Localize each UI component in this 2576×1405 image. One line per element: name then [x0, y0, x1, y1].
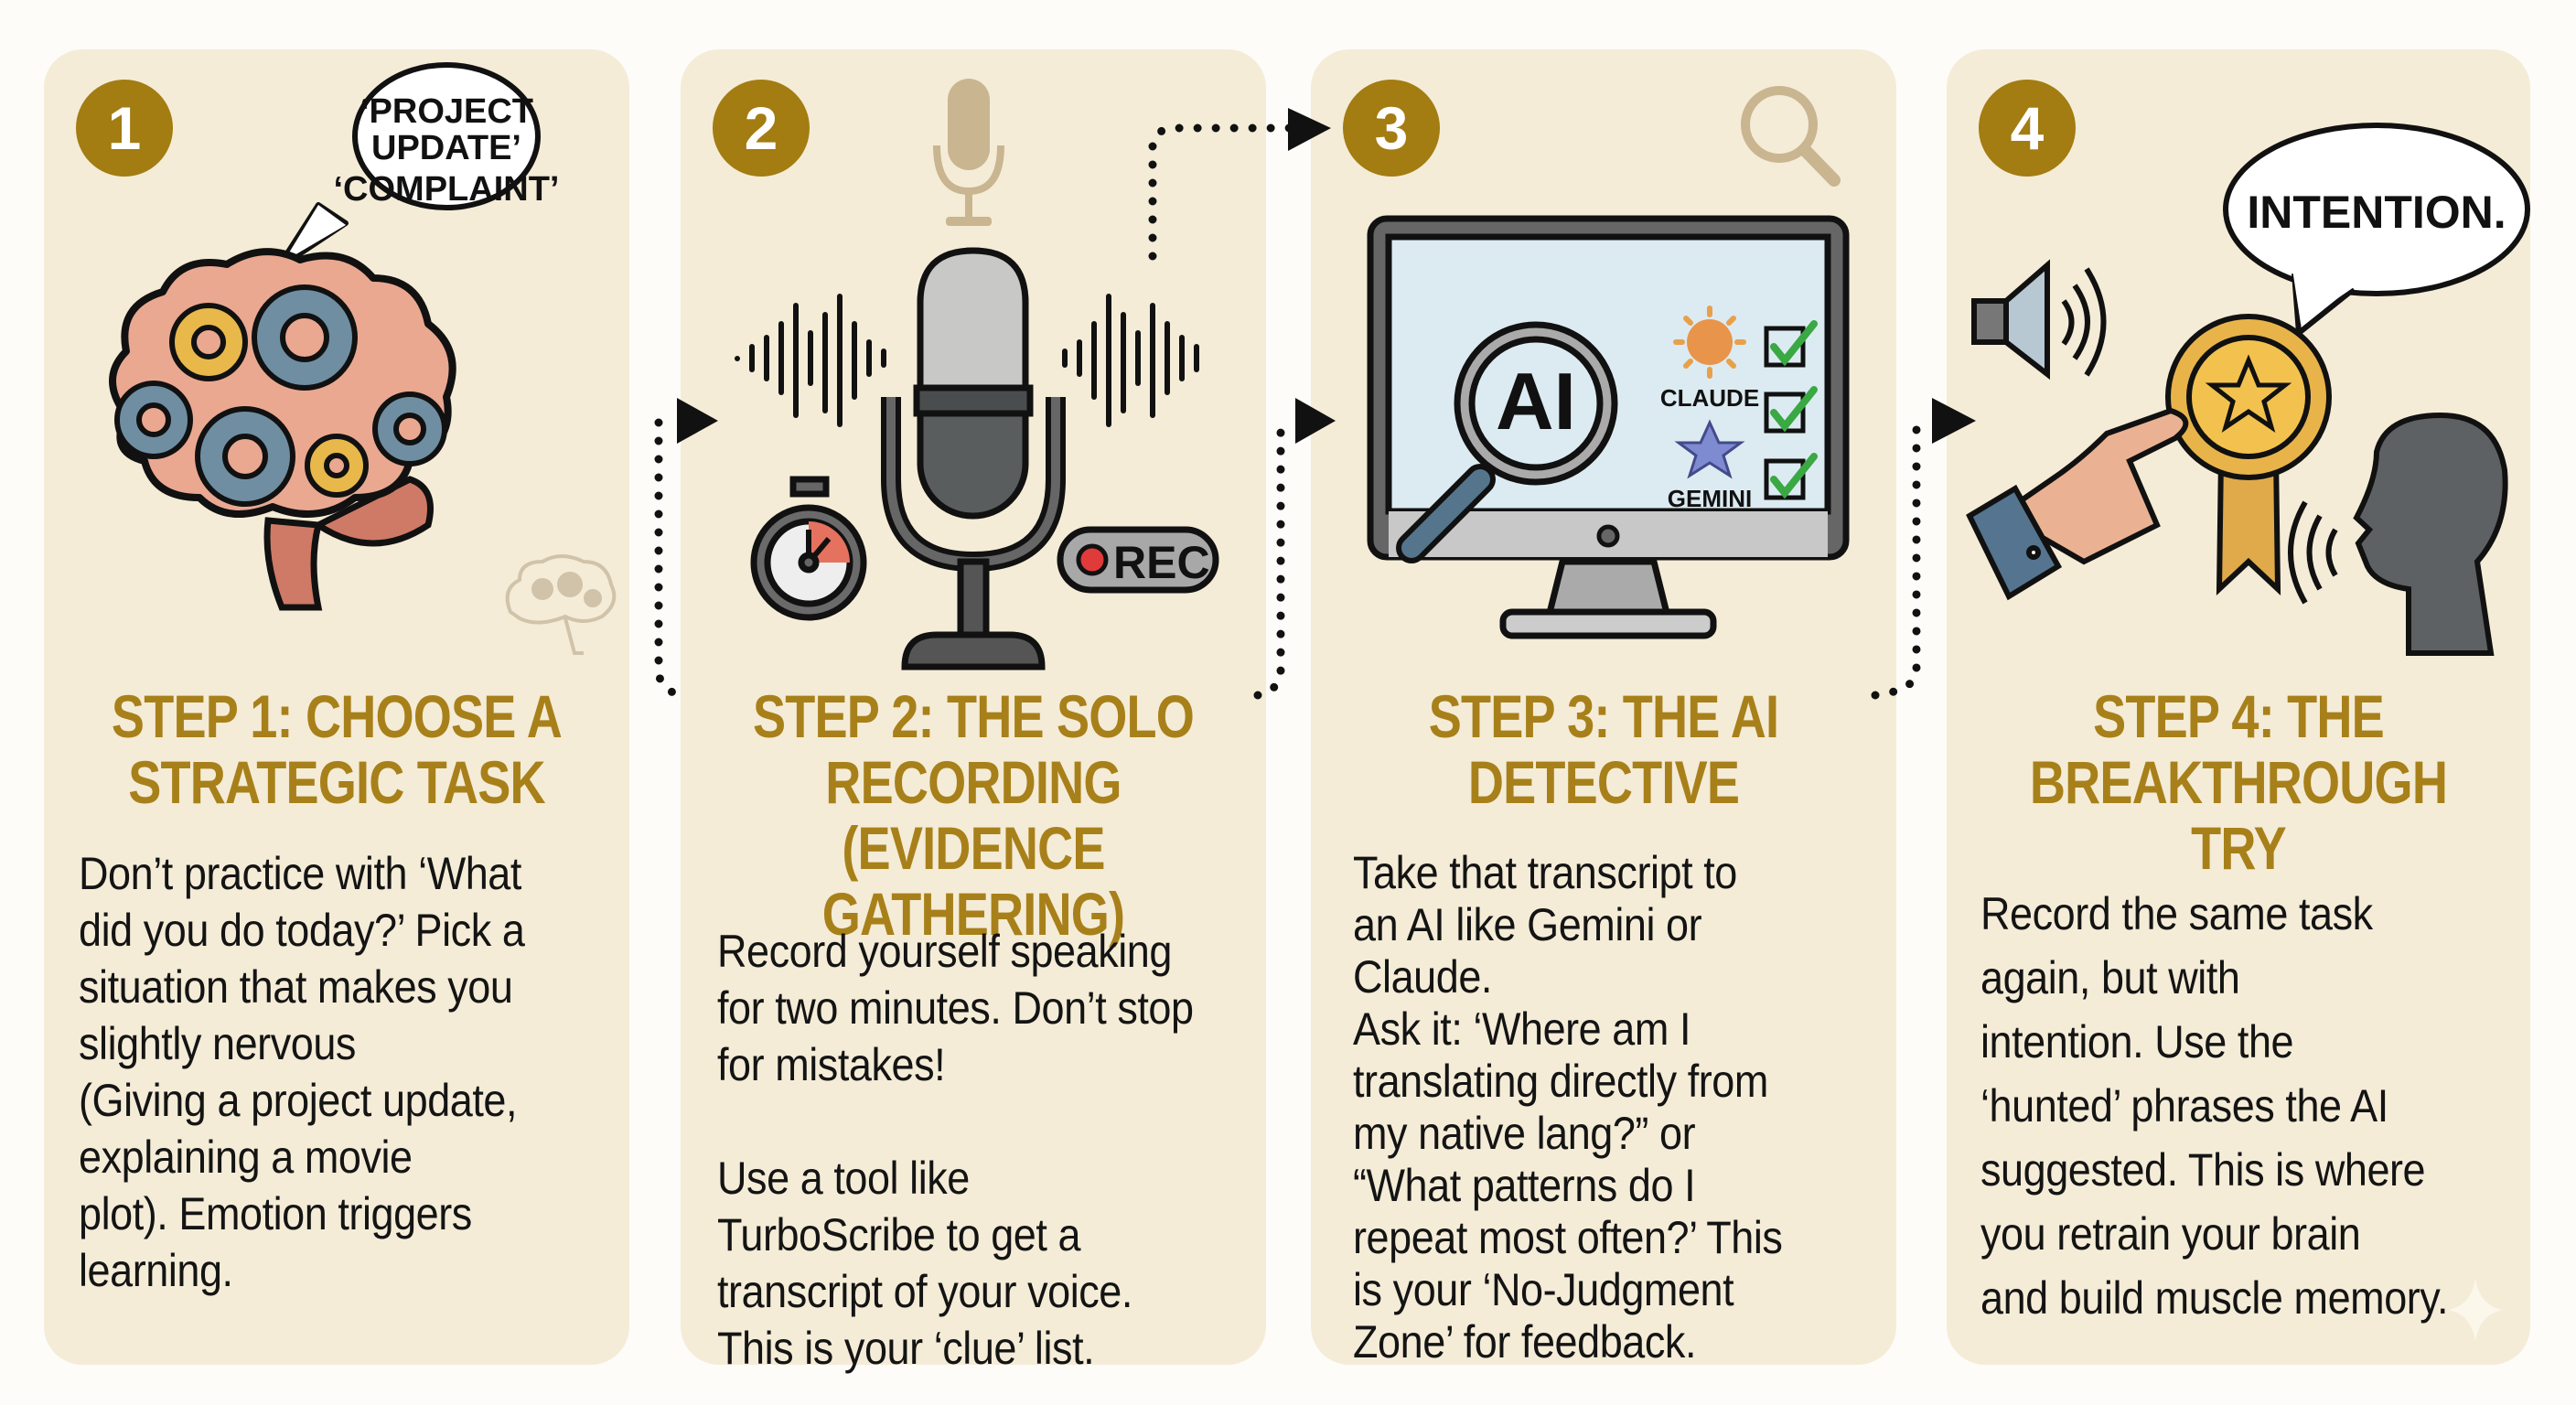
svg-text:GEMINI: GEMINI	[1668, 485, 1752, 512]
step-description: Record yourself speaking for two minutes…	[717, 926, 1194, 1374]
monitor-magnifier-icon	[1367, 215, 1850, 639]
step-title: STEP 3: THE AI DETECTIVE	[1428, 682, 1779, 816]
svg-text:UPDATE’: UPDATE’	[371, 129, 521, 167]
step-title: STEP 2: THE SOLO RECORDING (EVIDENCE GAT…	[752, 682, 1195, 948]
step-2-illustration: REC	[681, 49, 1266, 671]
step-3-illustration: AI CLAUDE GEMINI	[1311, 49, 1896, 671]
microphone-watermark-icon	[933, 79, 1004, 226]
svg-text:AI: AI	[1496, 356, 1576, 446]
claude-sun-icon	[1673, 306, 1746, 379]
step-number-badge: 3	[1343, 80, 1440, 177]
step-number-badge: 1	[76, 80, 173, 177]
speech-bubble-icon	[2223, 123, 2530, 336]
step-card-3: 3 AI	[1311, 49, 1896, 1367]
step-description: Take that transcript to an AI like Gemin…	[1353, 847, 1783, 1367]
svg-text:CLAUDE: CLAUDE	[1660, 384, 1759, 412]
microphone-icon	[881, 247, 1066, 670]
step-title: STEP 4: THE BREAKTHROUGH TRY	[2029, 682, 2448, 882]
step-description: Don’t practice with ‘What did you do tod…	[79, 848, 525, 1296]
svg-text:REC: REC	[1113, 537, 1210, 588]
speaker-icon	[1971, 259, 2107, 381]
hand-award-ribbon-icon	[1966, 314, 2332, 601]
step-card-1: 1 ‘PROJECT UPDATE’ ‘COMPLAINT’	[44, 49, 629, 1365]
magnifier-watermark-icon	[1741, 86, 1841, 187]
step-number-badge: 4	[1979, 80, 2076, 177]
svg-text:‘PROJECT: ‘PROJECT	[360, 92, 533, 131]
svg-text:‘COMPLAINT’: ‘COMPLAINT’	[334, 170, 560, 209]
svg-text:INTENTION.: INTENTION.	[2247, 187, 2506, 238]
speaking-head-icon	[2288, 412, 2508, 656]
step-title: STEP 1: CHOOSE A STRATEGIC TASK	[111, 682, 563, 816]
checkbox-icon	[1764, 320, 1818, 500]
step-card-4: 4 INTENTION.	[1947, 49, 2530, 1365]
brain-with-gears-icon	[109, 248, 456, 611]
step-description: Record the same task again, but with int…	[1980, 888, 2449, 1324]
stopwatch-icon	[750, 476, 867, 621]
brain-gears-watermark-icon	[505, 554, 617, 655]
step-1-illustration: ‘PROJECT UPDATE’ ‘COMPLAINT’	[44, 49, 629, 671]
sound-wave-icon	[735, 294, 1199, 427]
rec-indicator-icon: REC	[1057, 526, 1219, 594]
step-number-badge: 2	[713, 80, 810, 177]
step-4-illustration: INTENTION.	[1947, 49, 2530, 671]
gemini-star-icon	[1674, 419, 1745, 479]
speech-bubble-icon	[274, 62, 541, 272]
step-card-2: 2	[681, 49, 1266, 1374]
sparkle-watermark-icon	[2448, 1278, 2503, 1342]
